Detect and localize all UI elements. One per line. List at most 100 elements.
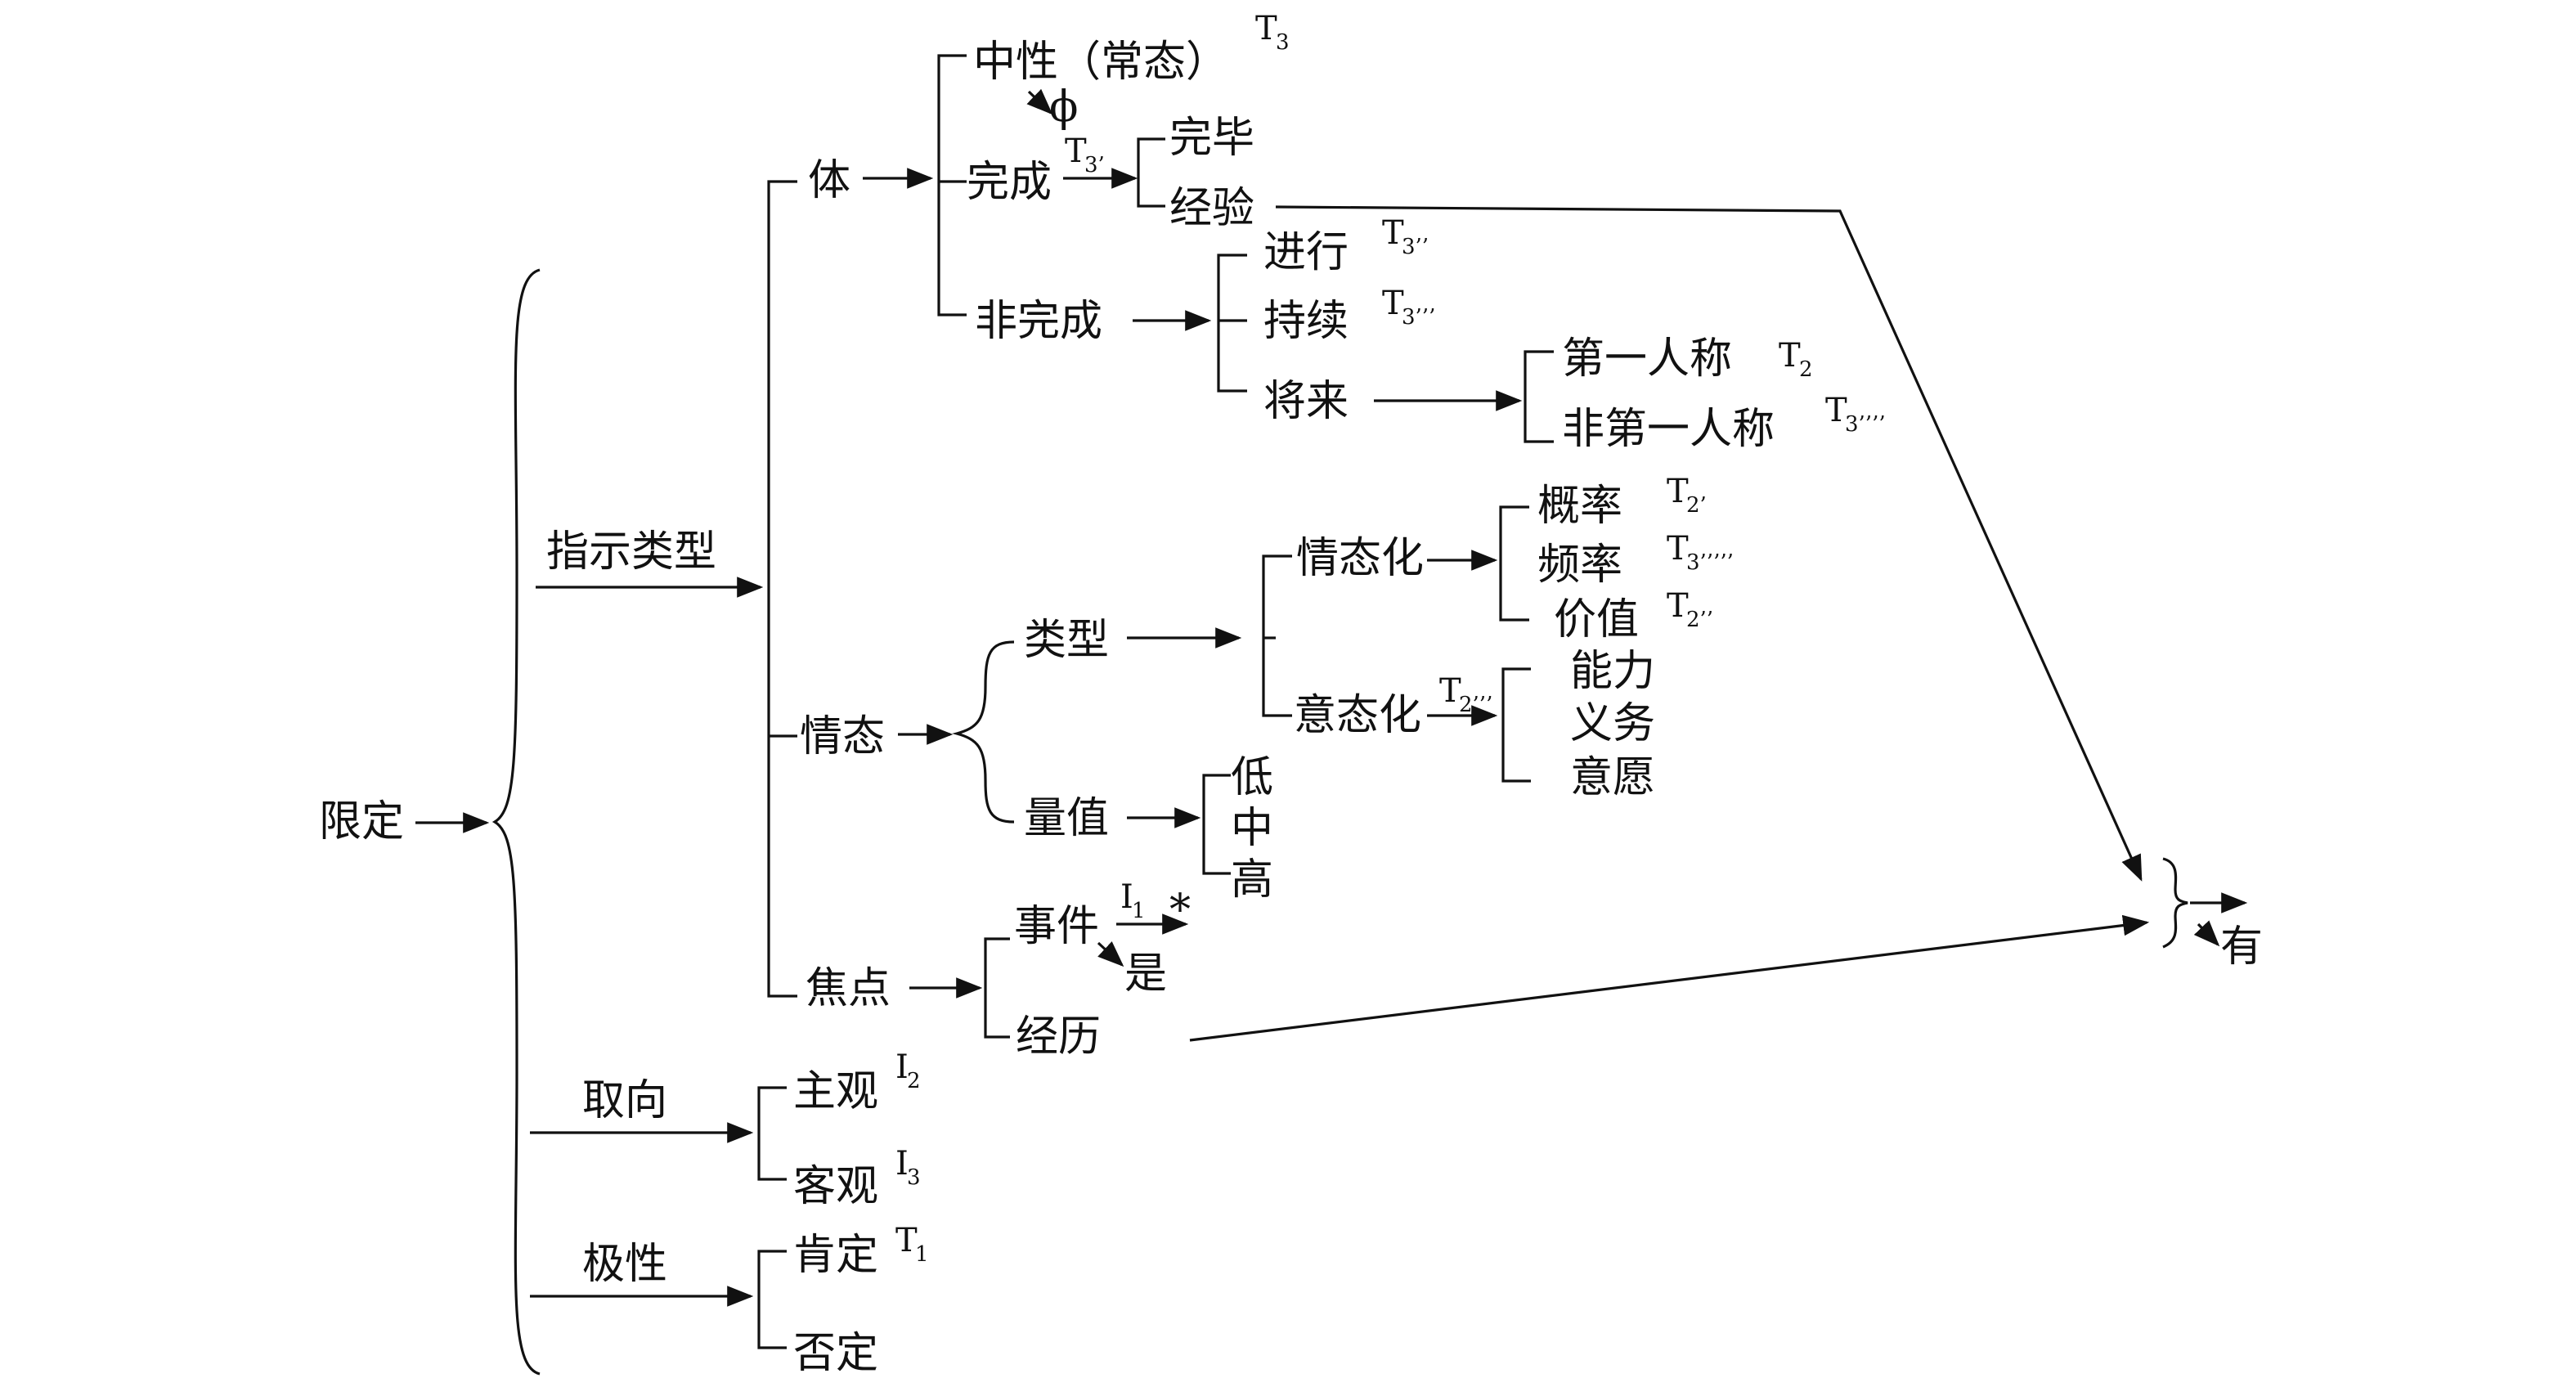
node-inclination: 意愿 xyxy=(1570,753,1655,802)
bracket-perfective xyxy=(1137,137,1165,208)
tag-perfective: T 3’ xyxy=(1065,132,1105,177)
node-high: 高 xyxy=(1231,855,1273,904)
node-root: 限定 xyxy=(319,797,404,846)
bracket-modalization xyxy=(1499,505,1529,622)
svg-text:3’’’’’: 3’’’’’ xyxy=(1686,550,1734,575)
tag-continuous: T 3’’’ xyxy=(1382,285,1435,330)
node-experience2: 经历 xyxy=(1016,1012,1101,1062)
node-imperfective: 非完成 xyxy=(975,297,1102,346)
svg-text:T: T xyxy=(1667,473,1689,510)
node-you: 有 xyxy=(2220,922,2263,972)
svg-text:1: 1 xyxy=(1132,899,1146,923)
svg-text:T: T xyxy=(1439,672,1461,710)
node-value: 价值 xyxy=(1554,595,1639,644)
svg-text:T: T xyxy=(1779,337,1801,375)
tag-event: I 1 xyxy=(1120,878,1146,923)
node-median: 中 xyxy=(1231,804,1273,853)
node-star: * xyxy=(1169,886,1191,935)
bracket-polarity xyxy=(757,1250,787,1349)
node-modulation: 意态化 xyxy=(1294,691,1421,740)
tag-first-person: T 2 xyxy=(1779,337,1813,382)
tag-objective: I 3 xyxy=(895,1145,921,1190)
svg-text:I: I xyxy=(1120,878,1133,916)
node-probability: 概率 xyxy=(1537,482,1622,531)
svg-text:T: T xyxy=(1382,285,1404,322)
node-indication: 指示类型 xyxy=(546,527,716,577)
node-first-person: 第一人称 xyxy=(1562,334,1732,384)
node-is: 是 xyxy=(1124,949,1167,999)
node-subjective: 主观 xyxy=(793,1067,878,1116)
node-experience: 经验 xyxy=(1169,184,1254,233)
node-orientation: 取向 xyxy=(582,1076,667,1125)
node-low: 低 xyxy=(1231,753,1273,802)
svg-text:T: T xyxy=(895,1222,918,1259)
node-negative: 否定 xyxy=(793,1329,878,1378)
svg-text:T: T xyxy=(1255,10,1277,47)
bracket-focus xyxy=(984,937,1010,1039)
brace-root xyxy=(491,268,541,1376)
node-finished: 完毕 xyxy=(1169,114,1254,163)
tag-subjective: I 2 xyxy=(895,1048,921,1093)
bracket-future xyxy=(1524,350,1554,443)
node-modality: 情态 xyxy=(800,712,885,761)
tag-progressive: T 3’’ xyxy=(1382,214,1429,259)
node-progressive: 进行 xyxy=(1263,228,1349,277)
svg-text:3: 3 xyxy=(907,1165,921,1190)
bracket-modulation xyxy=(1501,667,1531,783)
svg-text:3’’’’: 3’’’’ xyxy=(1845,412,1886,437)
line-experience-to-you xyxy=(1275,205,2143,882)
node-non-first-person: 非第一人称 xyxy=(1562,405,1775,454)
node-future: 将来 xyxy=(1263,377,1349,426)
tag-modulation: T 2’’’ xyxy=(1439,672,1492,717)
node-perfective: 完成 xyxy=(967,158,1052,207)
node-mod-type: 类型 xyxy=(1024,616,1109,665)
arrow-neutral-phi xyxy=(1026,88,1053,115)
arrow-event-is xyxy=(1097,941,1124,967)
tag-value: T 2’’ xyxy=(1667,587,1713,632)
line-experience2-to-you xyxy=(1189,914,2150,1042)
tag-probability: T 2’ xyxy=(1667,473,1707,518)
svg-text:1: 1 xyxy=(915,1242,929,1267)
node-usuality: 频率 xyxy=(1537,541,1622,590)
svg-text:I: I xyxy=(895,1145,909,1183)
bracket-imperfective xyxy=(1217,254,1247,393)
node-focus: 焦点 xyxy=(806,964,891,1013)
svg-text:2: 2 xyxy=(907,1069,921,1093)
arrow-you-down xyxy=(2193,920,2220,947)
svg-text:T: T xyxy=(1382,214,1404,252)
node-aspect: 体 xyxy=(808,156,850,205)
svg-text:T: T xyxy=(1667,587,1689,625)
bracket-mod-type xyxy=(1262,554,1292,717)
node-continuous: 持续 xyxy=(1263,297,1349,346)
svg-text:2’: 2’ xyxy=(1686,493,1707,518)
node-obligation: 义务 xyxy=(1570,699,1655,748)
svg-text:T: T xyxy=(1825,392,1847,429)
svg-text:2’’’: 2’’’ xyxy=(1459,693,1492,717)
node-phi: ϕ xyxy=(1049,83,1078,132)
bracket-indication xyxy=(767,180,797,998)
svg-text:T: T xyxy=(1065,132,1087,170)
bracket-aspect xyxy=(937,54,967,316)
tag-non-first-person: T 3’’’’ xyxy=(1825,392,1886,437)
node-objective: 客观 xyxy=(793,1162,878,1211)
node-ability: 能力 xyxy=(1570,647,1655,696)
tag-neutral: T 3 xyxy=(1255,10,1290,55)
brace-modality xyxy=(952,640,1015,824)
svg-text:2: 2 xyxy=(1799,357,1813,382)
svg-text:3’’’: 3’’’ xyxy=(1402,305,1435,330)
tag-positive: T 1 xyxy=(895,1222,929,1267)
svg-text:3’’: 3’’ xyxy=(1402,235,1429,259)
node-modalization: 情态化 xyxy=(1296,534,1424,583)
node-event: 事件 xyxy=(1014,902,1099,951)
bracket-orientation xyxy=(757,1086,787,1181)
brace-you xyxy=(2162,857,2188,949)
node-polarity: 极性 xyxy=(582,1240,667,1289)
node-positive: 肯定 xyxy=(793,1231,878,1280)
svg-text:3’: 3’ xyxy=(1084,153,1105,177)
svg-text:2’’: 2’’ xyxy=(1686,608,1713,632)
bracket-mod-value xyxy=(1202,774,1231,875)
node-neutral: 中性（常态） xyxy=(973,38,1228,87)
tag-usuality: T 3’’’’’ xyxy=(1667,530,1734,575)
node-mod-value: 量值 xyxy=(1024,794,1109,843)
